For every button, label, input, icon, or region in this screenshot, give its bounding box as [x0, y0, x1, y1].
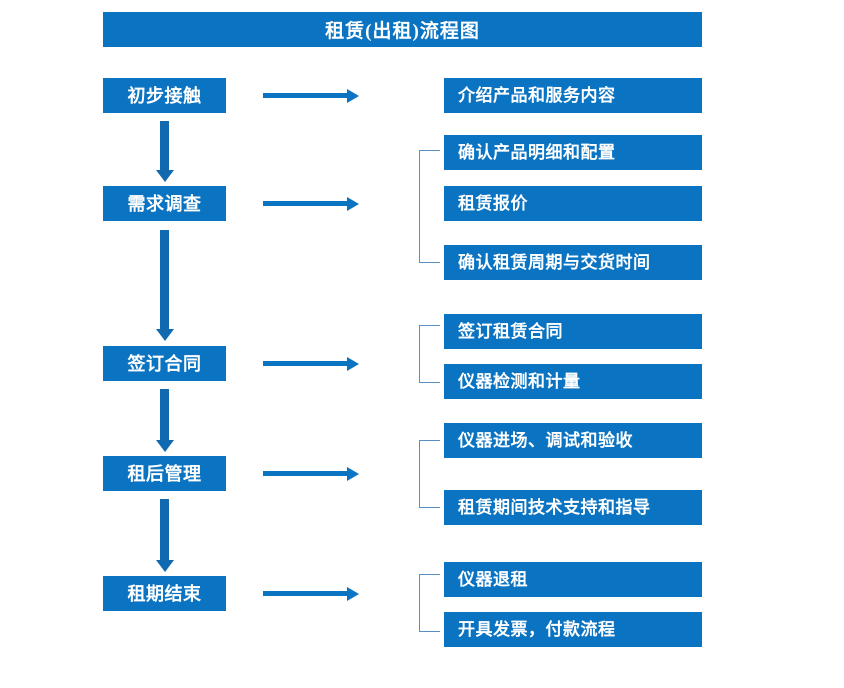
detail-box-introduce-products[interactable]: 介绍产品和服务内容: [444, 78, 702, 113]
horizontal-arrow-icon-1: [263, 93, 347, 98]
detail-box-rental-quote[interactable]: 租赁报价: [444, 186, 702, 221]
detail-box-invoice-payment[interactable]: 开具发票，付款流程: [444, 612, 702, 647]
vertical-arrow-icon-1: [160, 121, 169, 171]
page-title: 租赁(出租)流程图: [103, 12, 702, 47]
group-bracket-demand-survey: [419, 150, 440, 263]
detail-box-confirm-period-delivery[interactable]: 确认租赁周期与交货时间: [444, 245, 702, 280]
stage-box-post-rental-mgmt[interactable]: 租后管理: [103, 456, 226, 491]
detail-box-confirm-product-specs[interactable]: 确认产品明细和配置: [444, 135, 702, 170]
stage-box-demand-survey[interactable]: 需求调查: [103, 186, 226, 221]
vertical-arrow-icon-4: [160, 499, 169, 561]
detail-box-instrument-return[interactable]: 仪器退租: [444, 562, 702, 597]
group-bracket-sign-contract: [419, 325, 440, 383]
horizontal-arrow-icon-2: [263, 201, 347, 206]
stage-box-initial-contact[interactable]: 初步接触: [103, 78, 226, 113]
stage-box-sign-contract[interactable]: 签订合同: [103, 346, 226, 381]
horizontal-arrow-icon-4: [263, 471, 347, 476]
stage-box-rental-end[interactable]: 租期结束: [103, 576, 226, 611]
group-bracket-rental-end: [419, 574, 440, 632]
detail-box-sign-rental-contract[interactable]: 签订租赁合同: [444, 314, 702, 349]
vertical-arrow-icon-3: [160, 389, 169, 441]
detail-box-instrument-onsite[interactable]: 仪器进场、调试和验收: [444, 423, 702, 458]
vertical-arrow-icon-2: [160, 230, 169, 330]
group-bracket-post-rental-mgmt: [419, 440, 440, 508]
detail-box-instrument-inspection[interactable]: 仪器检测和计量: [444, 364, 702, 399]
detail-box-technical-support[interactable]: 租赁期间技术支持和指导: [444, 490, 702, 525]
horizontal-arrow-icon-5: [263, 591, 347, 596]
horizontal-arrow-icon-3: [263, 361, 347, 366]
